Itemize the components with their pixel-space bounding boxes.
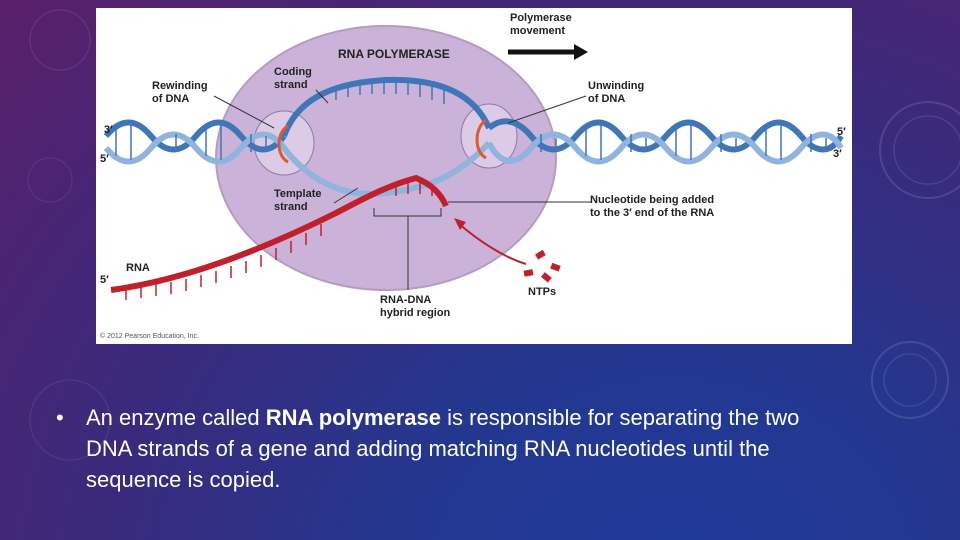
label-coding-strand: Coding strand	[274, 66, 312, 91]
hybrid-rungs	[395, 180, 433, 196]
label-template-strand: Template strand	[274, 188, 322, 213]
rna-bases	[125, 224, 322, 300]
caption-text-end: is responsible for separating the two DN…	[86, 405, 800, 492]
label-ntps: NTPs	[528, 286, 557, 298]
rna-strand	[110, 174, 449, 293]
caption-text: An enzyme called RNA polymerase is respo…	[60, 402, 850, 495]
label-left-5-prime: 5′	[100, 153, 109, 165]
caption-text-start: An enzyme called	[86, 405, 266, 430]
ntp-incoming-arrow	[457, 222, 527, 265]
dna-right-helix	[486, 118, 844, 165]
coding-strand-bases	[335, 80, 445, 104]
label-unwinding: Unwinding of DNA	[588, 80, 645, 105]
label-rna: RNA	[126, 262, 150, 274]
label-rewinding: Rewinding of DNA	[152, 80, 208, 105]
label-polymerase-movement: Polymerase movement	[510, 12, 572, 37]
dna-left-helix	[103, 119, 287, 165]
unwinding-rotation-icon	[475, 118, 487, 160]
template-strand	[281, 140, 492, 197]
transcription-diagram: Polymerase movement RNA POLYMERASE Codin…	[96, 8, 852, 344]
caption-bold-term: RNA polymerase	[265, 405, 442, 430]
label-right-5-prime: 5′	[837, 126, 846, 138]
ntp-molecules	[523, 249, 561, 283]
label-rna-5-prime: 5′	[100, 274, 109, 286]
rewinding-rotation-icon	[277, 124, 289, 164]
label-right-3-prime: 3′	[833, 148, 842, 160]
label-left-3-prime: 3′	[104, 124, 113, 136]
label-leaders	[213, 89, 592, 204]
bullet-marker: •	[56, 405, 64, 430]
copyright-notice: © 2012 Pearson Education, Inc.	[100, 333, 199, 340]
label-rna-polymerase: RNA POLYMERASE	[338, 47, 450, 61]
label-nucleotide-added: Nucleotide being added to the 3′ end of …	[590, 194, 715, 219]
label-hybrid-region: RNA-DNA hybrid region	[380, 294, 451, 319]
diagram-drawing	[103, 25, 844, 300]
slide-caption: • An enzyme called RNA polymerase is res…	[56, 402, 850, 495]
rna-polymerase-body	[215, 25, 557, 291]
coding-strand	[281, 76, 492, 138]
rewinding-bubble	[253, 110, 315, 176]
